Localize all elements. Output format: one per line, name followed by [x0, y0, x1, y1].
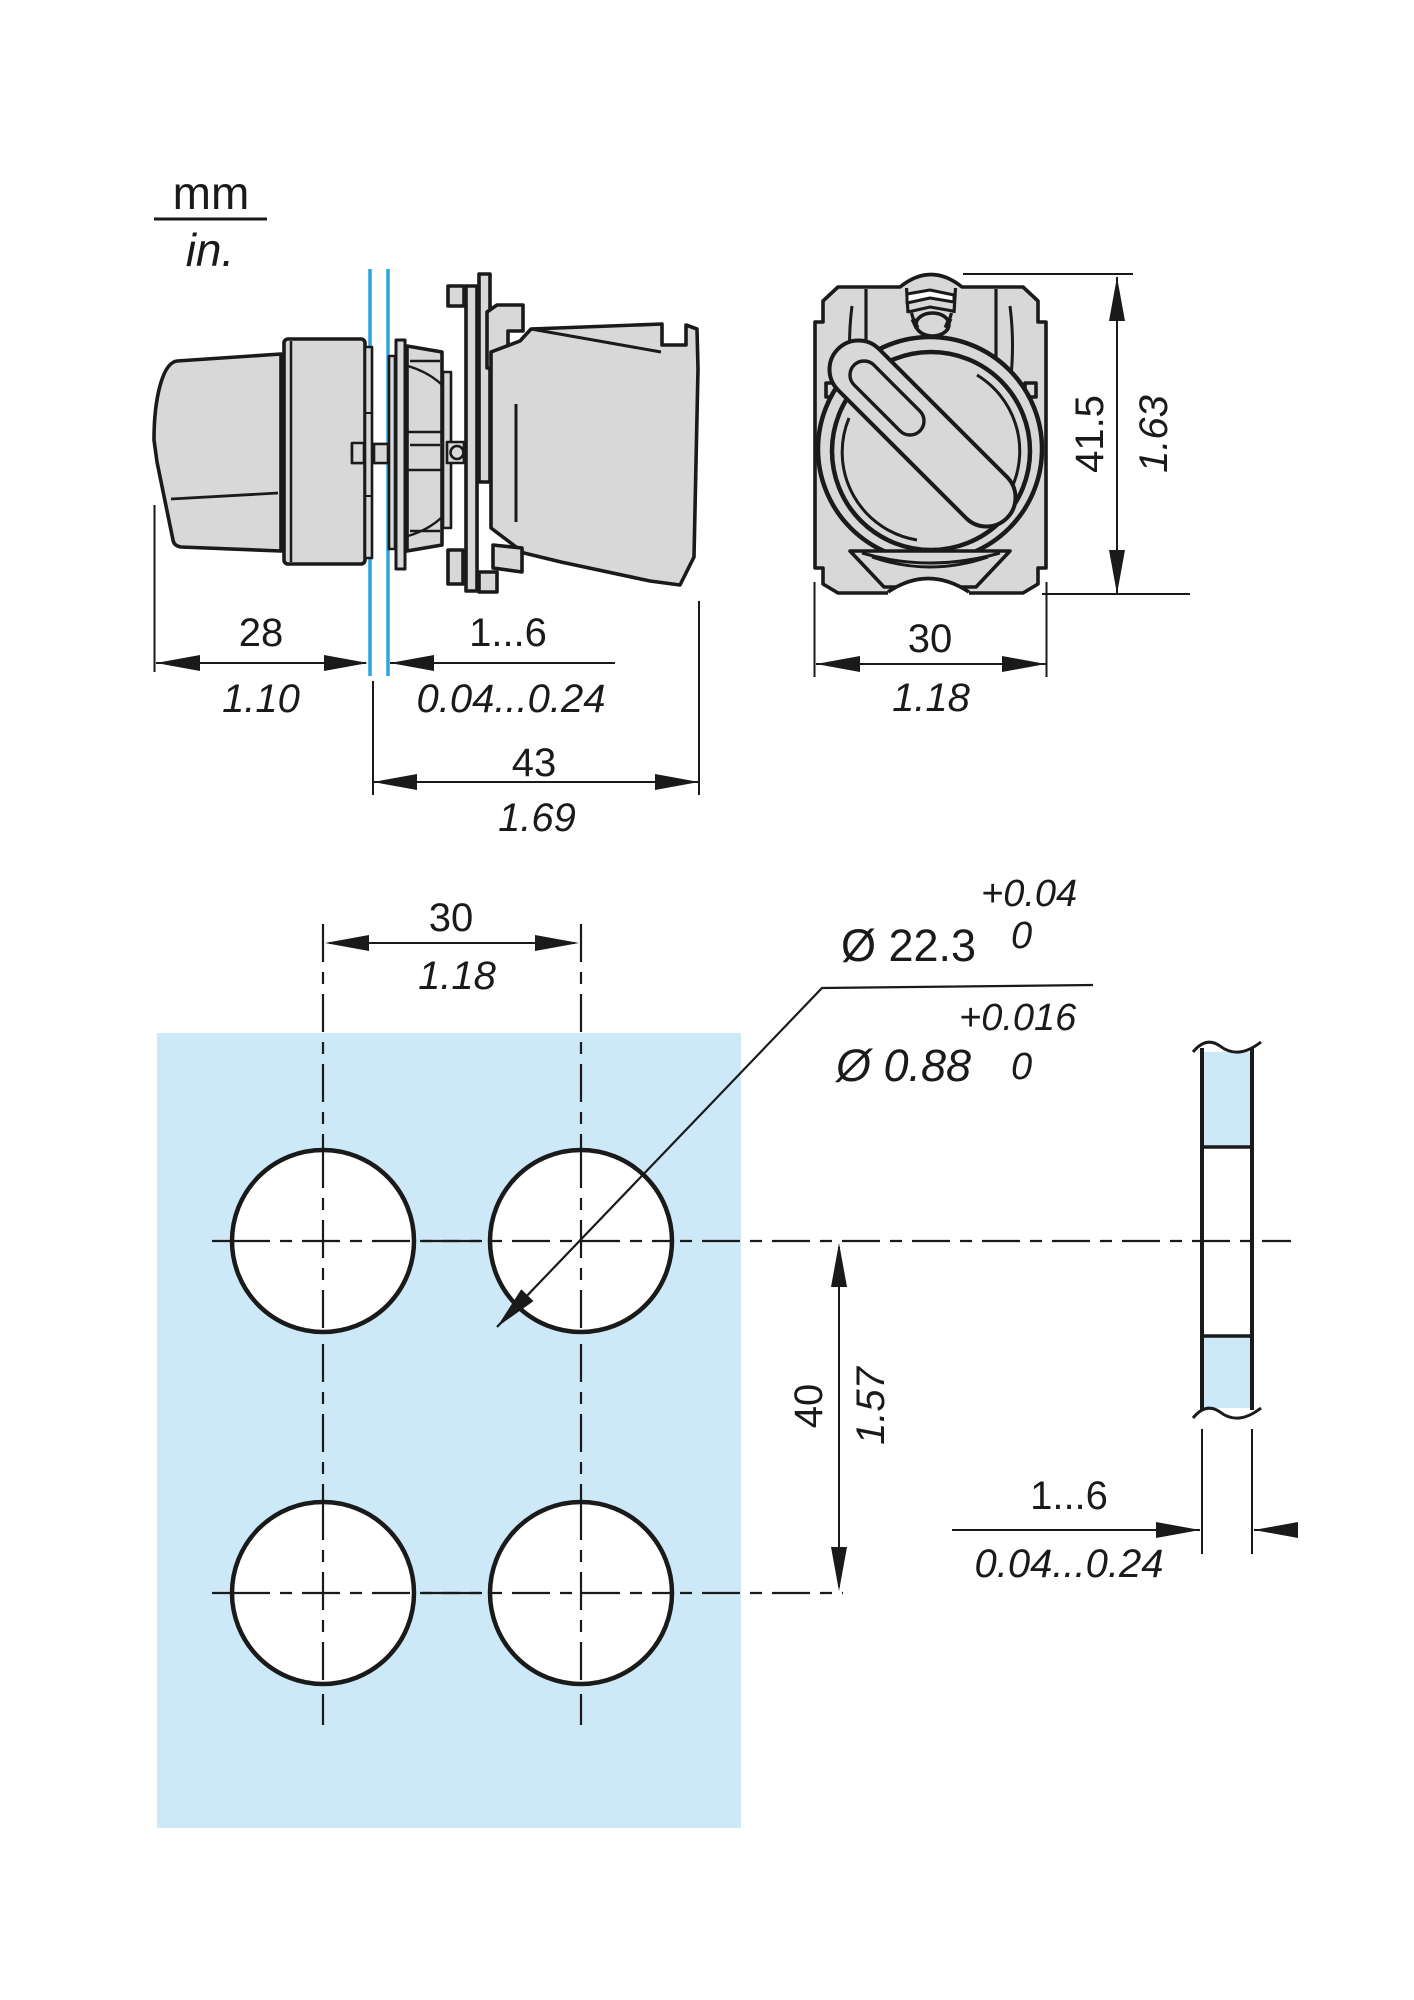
svg-text:1.63: 1.63 — [1132, 395, 1176, 473]
svg-text:1...6: 1...6 — [1030, 1474, 1108, 1518]
svg-text:Ø 0.88: Ø 0.88 — [834, 1040, 971, 1091]
svg-text:mm: mm — [173, 167, 250, 219]
svg-text:28: 28 — [239, 611, 284, 655]
svg-text:+0.016: +0.016 — [959, 997, 1077, 1039]
svg-text:30: 30 — [429, 896, 474, 940]
svg-text:40: 40 — [787, 1384, 831, 1429]
svg-text:1.18: 1.18 — [892, 676, 971, 720]
svg-text:1...6: 1...6 — [469, 611, 547, 655]
svg-text:41.5: 41.5 — [1068, 395, 1112, 473]
svg-text:0: 0 — [1011, 1046, 1032, 1088]
svg-text:0.04...0.24: 0.04...0.24 — [974, 1542, 1163, 1586]
svg-text:1.69: 1.69 — [498, 796, 576, 840]
svg-text:0: 0 — [1011, 915, 1032, 957]
svg-text:1.57: 1.57 — [849, 1365, 893, 1445]
svg-text:0.04...0.24: 0.04...0.24 — [416, 677, 605, 721]
svg-text:Ø 22.3: Ø 22.3 — [841, 920, 976, 971]
svg-text:+0.04: +0.04 — [981, 873, 1077, 915]
svg-text:in.: in. — [186, 224, 235, 276]
svg-text:30: 30 — [908, 617, 953, 661]
svg-text:1.18: 1.18 — [418, 954, 497, 998]
svg-text:43: 43 — [512, 741, 557, 785]
svg-text:1.10: 1.10 — [222, 677, 300, 721]
